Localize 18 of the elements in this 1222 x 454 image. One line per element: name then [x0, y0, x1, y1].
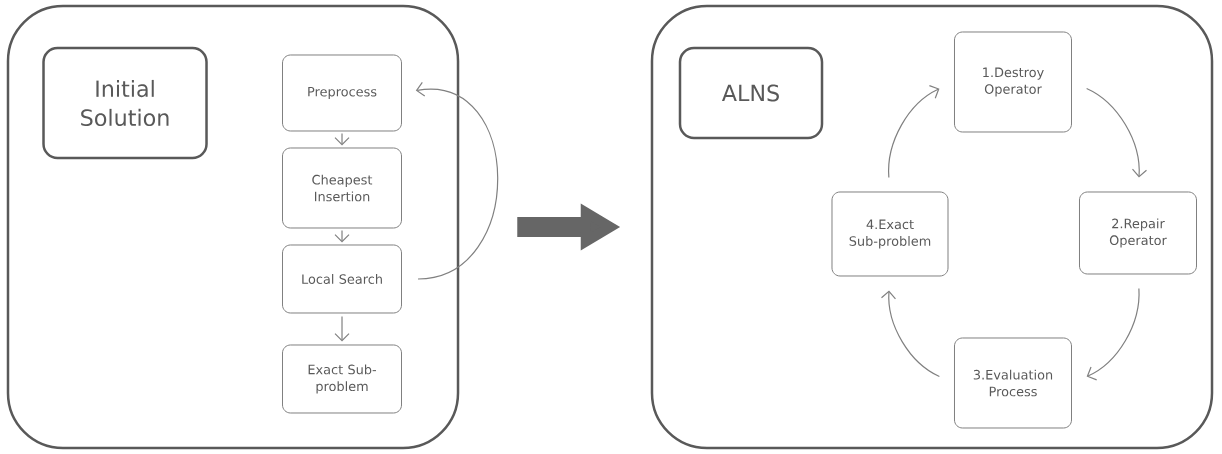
arrow: [1086, 287, 1140, 381]
panel-frame: [650, 4, 1214, 450]
arrow: [880, 290, 940, 378]
arrow: [334, 315, 350, 342]
process-box: Local Search: [282, 244, 402, 314]
process-box: Cheapest Insertion: [282, 147, 402, 229]
title-box: ALNS: [678, 46, 824, 140]
process-box: 3.Evaluation Process: [954, 337, 1072, 429]
process-box: Exact Sub-problem: [282, 344, 402, 414]
arrow: [888, 85, 940, 179]
title-box: Initial Solution: [42, 46, 208, 160]
process-box: 1.Destroy Operator: [954, 31, 1072, 133]
panel-frame: [6, 4, 460, 450]
arrow: [415, 81, 499, 280]
arrow: [1086, 87, 1148, 178]
process-box: 2.Repair Operator: [1079, 191, 1197, 275]
process-box: Preprocess: [282, 54, 402, 132]
process-box: 4.Exact Sub-problem: [831, 191, 949, 277]
